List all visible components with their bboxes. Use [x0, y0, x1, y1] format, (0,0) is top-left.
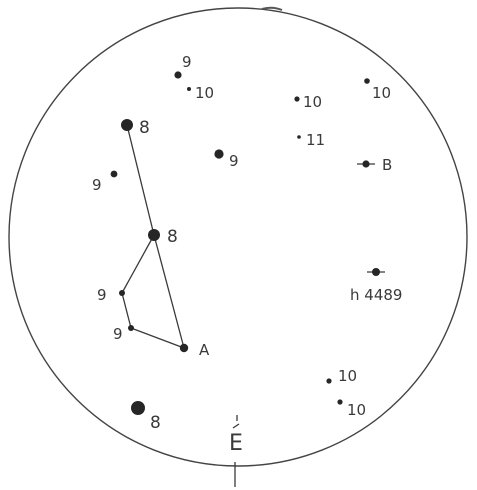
star-s11: [372, 268, 380, 276]
star-s15: [326, 378, 331, 383]
star-s2: [187, 87, 191, 91]
star-s13: [128, 325, 134, 331]
direction-accent: [233, 424, 239, 428]
star-s8: [214, 149, 223, 158]
connection-line-s6-s10: [127, 125, 154, 235]
star-label-s4: 10: [372, 84, 391, 102]
star-s3: [294, 96, 299, 101]
star-s14: [180, 344, 188, 352]
star-label-s11: h 4489: [350, 286, 402, 304]
star-label-s7: 9: [92, 176, 102, 194]
star-label-s6: 8: [139, 118, 150, 138]
connection-line-s12-s13: [122, 293, 131, 328]
star-s4: [364, 78, 370, 84]
star-label-s3: 10: [303, 93, 322, 111]
star-s5: [297, 135, 301, 139]
star-label-s2: 10: [195, 84, 214, 102]
star-s12: [119, 290, 125, 296]
star-label-s15: 10: [338, 367, 357, 385]
star-label-s5: 11: [306, 131, 325, 149]
star-label-s14: A: [199, 341, 210, 359]
connection-line-s10-s12: [122, 235, 154, 293]
star-label-s16: 10: [347, 401, 366, 419]
star-s9: [362, 160, 369, 167]
star-s7: [111, 171, 118, 178]
star-s6: [121, 119, 133, 131]
connection-line-s10-s14: [154, 235, 184, 348]
star-s16: [337, 399, 342, 404]
connection-line-s13-s14: [131, 328, 184, 348]
star-label-s13: 9: [113, 325, 123, 343]
star-s10: [148, 229, 160, 241]
direction-label: E: [229, 431, 243, 456]
star-label-s17: 8: [150, 413, 161, 433]
star-label-s1: 9: [182, 53, 192, 71]
star-label-s10: 8: [167, 227, 178, 247]
star-label-s12: 9: [97, 286, 107, 304]
stars: [111, 71, 385, 415]
field-of-view-circle: [9, 8, 467, 466]
star-s1: [174, 71, 181, 78]
star-label-s8: 9: [229, 152, 239, 170]
star-label-s9: B: [382, 156, 392, 174]
star-s17: [131, 401, 145, 415]
